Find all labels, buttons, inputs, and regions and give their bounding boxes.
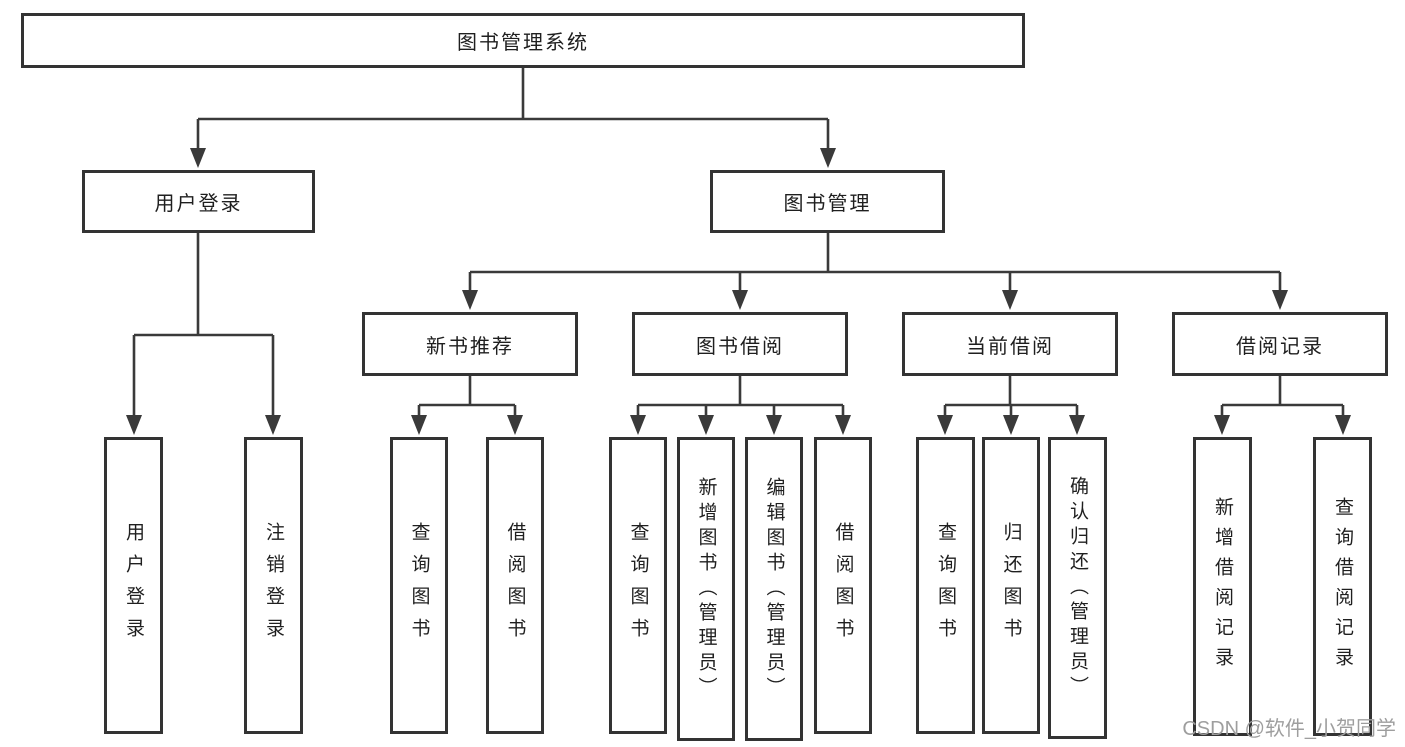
csdn-watermark: CSDN @软件_小贺同学 [1182, 718, 1396, 740]
leaf-user-login: 用户登录 [104, 437, 163, 734]
leaf-label: 借阅图书 [504, 521, 526, 650]
leaf-label: 编辑图书（管理员） [763, 476, 785, 702]
leaf-label: 新增图书（管理员） [695, 476, 717, 702]
leaf-label: 注销登录 [263, 521, 284, 650]
leaf-confirm-return-admin: 确认归还（管理员） [1048, 437, 1107, 739]
node-label: 当前借阅 [966, 335, 1054, 358]
node-label: 图书借阅 [696, 335, 784, 358]
arrowheads [126, 148, 1351, 435]
leaf-label: 查询借阅记录 [1332, 496, 1353, 677]
leaf-label: 归还图书 [1000, 521, 1022, 650]
leaf-query-books-current: 查询图书 [916, 437, 975, 734]
node-label: 图书管理系统 [457, 32, 589, 54]
node-new-book-recommend: 新书推荐 [362, 312, 578, 376]
leaf-label: 新增借阅记录 [1212, 496, 1233, 677]
leaf-query-borrow-record: 查询借阅记录 [1313, 437, 1372, 736]
leaf-logout: 注销登录 [244, 437, 303, 734]
leaf-query-books-recommend: 查询图书 [390, 437, 448, 734]
leaf-borrow-books-borrowing: 借阅图书 [814, 437, 872, 734]
leaf-borrow-books-recommend: 借阅图书 [486, 437, 544, 734]
node-user-login: 用户登录 [82, 170, 315, 233]
leaf-label: 查询图书 [935, 521, 956, 650]
node-book-management: 图书管理 [710, 170, 945, 233]
leaf-edit-book-admin: 编辑图书（管理员） [745, 437, 803, 741]
node-library-management-system: 图书管理系统 [21, 13, 1025, 68]
leaf-label: 查询图书 [627, 521, 649, 650]
leaf-query-books-borrowing: 查询图书 [609, 437, 667, 734]
leaf-label: 查询图书 [408, 521, 430, 650]
leaf-add-borrow-record: 新增借阅记录 [1193, 437, 1252, 736]
node-label: 图书管理 [783, 193, 872, 215]
leaf-label: 借阅图书 [832, 521, 854, 650]
leaf-label: 确认归还（管理员） [1067, 475, 1088, 701]
node-label: 新书推荐 [426, 335, 514, 358]
node-current-borrowing: 当前借阅 [902, 312, 1118, 376]
leaf-add-book-admin: 新增图书（管理员） [677, 437, 735, 741]
leaf-label: 用户登录 [123, 521, 144, 650]
node-label: 借阅记录 [1236, 335, 1324, 358]
leaf-return-book: 归还图书 [982, 437, 1040, 734]
node-label: 用户登录 [154, 193, 243, 215]
node-book-borrowing: 图书借阅 [632, 312, 848, 376]
node-borrowing-records: 借阅记录 [1172, 312, 1388, 376]
